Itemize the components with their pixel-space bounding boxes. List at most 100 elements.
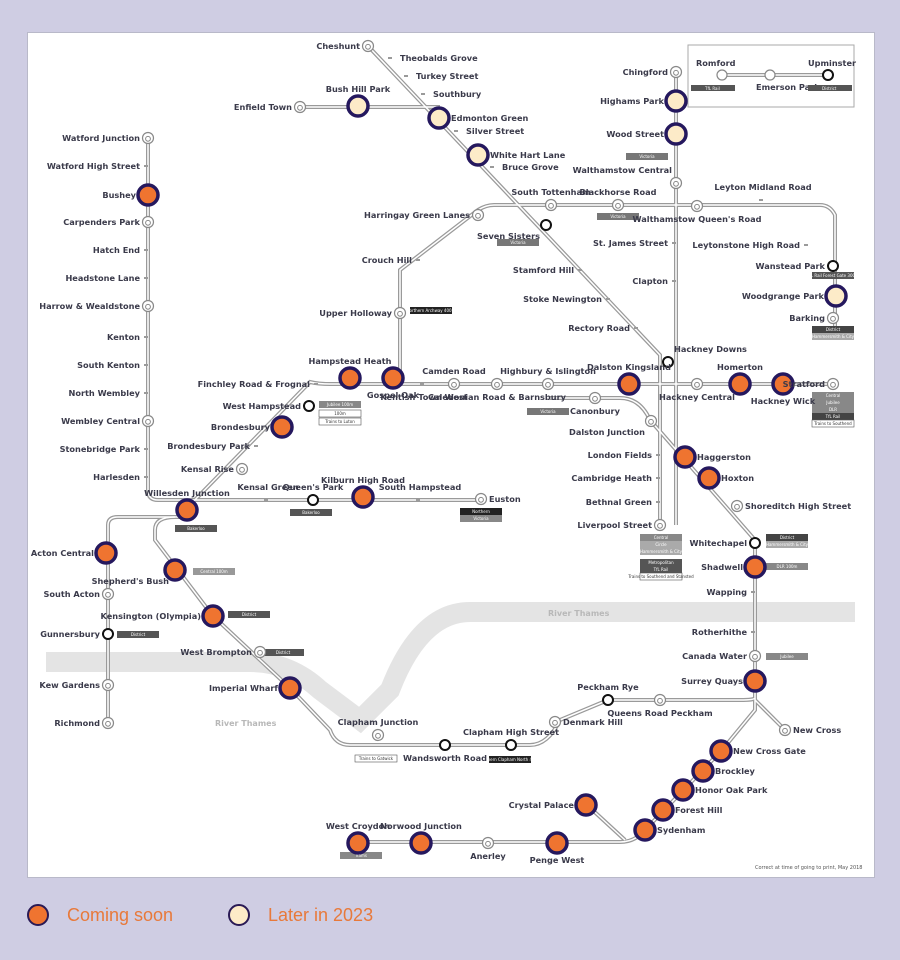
station-walthamstow-central[interactable]: Walthamstow Central [573, 165, 683, 190]
station-carpenders-park[interactable]: Carpenders Park [63, 215, 155, 229]
station-crystal-palace[interactable]: Crystal Palace [509, 793, 598, 817]
station-wembley-central[interactable]: Wembley Central [61, 414, 155, 428]
station-willesden-junction[interactable]: Willesden Junction [144, 488, 230, 522]
station-caledonian-road-barnsbury[interactable]: Caledonian Road & Barnsbury [428, 377, 567, 403]
station-imperial-wharf[interactable]: Imperial Wharf [209, 676, 302, 700]
station-kensal-green[interactable]: Kensal Green [237, 482, 299, 501]
station-hoxton[interactable]: Hoxton [697, 466, 754, 490]
station-liverpool-street[interactable]: Liverpool Street [577, 518, 667, 532]
station-shoreditch-high-street[interactable]: Shoreditch High Street [730, 499, 852, 513]
station-queen-s-park[interactable]: Queen's Park [283, 482, 344, 506]
station-hackney-central[interactable]: Hackney Central [659, 377, 735, 403]
station-brondesbury-park[interactable]: Brondesbury Park [167, 441, 258, 451]
station-queens-road-peckham[interactable]: Queens Road Peckham [607, 693, 713, 719]
station-headstone-lane[interactable]: Headstone Lane [65, 273, 148, 283]
station-sydenham[interactable]: Sydenham [633, 818, 705, 842]
station-dalston-junction[interactable]: Dalston Junction [569, 414, 658, 438]
station-stonebridge-park[interactable]: Stonebridge Park [60, 444, 148, 454]
station-wanstead-park[interactable]: Wanstead Park [756, 260, 839, 272]
station-shepherd-s-bush[interactable]: Shepherd's Bush [92, 558, 187, 586]
station-kensal-rise[interactable]: Kensal Rise [181, 462, 249, 476]
station-seven-sisters[interactable]: Seven Sisters [477, 219, 552, 241]
station-surrey-quays[interactable]: Surrey Quays [681, 669, 767, 693]
station-haggerston[interactable]: Haggerston [673, 445, 751, 469]
station-southbury[interactable]: Southbury [421, 89, 482, 99]
station-enfield-town[interactable]: Enfield Town [234, 100, 307, 114]
station-richmond[interactable]: Richmond [54, 716, 115, 730]
station-barking[interactable]: Barking [789, 311, 840, 325]
station-rotherhithe[interactable]: Rotherhithe [692, 627, 755, 637]
station-blackhorse-road[interactable]: Blackhorse Road [580, 187, 657, 212]
station-wapping[interactable]: Wapping [707, 587, 755, 597]
station-stoke-newington[interactable]: Stoke Newington [523, 294, 610, 304]
station-highbury-islington[interactable]: Highbury & Islington [500, 366, 596, 391]
station-london-fields[interactable]: London Fields [588, 450, 660, 460]
station-canonbury[interactable]: Canonbury [570, 391, 621, 417]
station-kilburn-high-road[interactable]: Kilburn High Road [321, 475, 405, 509]
station-homerton[interactable]: Homerton [717, 362, 763, 396]
station-highams-park[interactable]: Highams Park [600, 89, 688, 113]
station-new-cross-gate[interactable]: New Cross Gate [709, 739, 806, 763]
station-leytonstone-high-road[interactable]: Leytonstone High Road [692, 240, 808, 250]
station-canada-water[interactable]: Canada Water [682, 649, 762, 663]
station-watford-high-street[interactable]: Watford High Street [47, 161, 148, 171]
station-wood-street[interactable]: Wood Street [606, 122, 688, 146]
station-crouch-hill[interactable]: Crouch Hill [362, 255, 420, 265]
station-west-hampstead[interactable]: West Hampstead [223, 400, 315, 412]
station-harrow-wealdstone[interactable]: Harrow & Wealdstone [39, 299, 155, 313]
station-watford-junction[interactable]: Watford Junction [62, 131, 155, 145]
station-leyton-midland-road[interactable]: Leyton Midland Road [714, 182, 812, 201]
station-forest-hill[interactable]: Forest Hill [651, 798, 723, 822]
station-bethnal-green[interactable]: Bethnal Green [586, 497, 660, 507]
station-hackney-wick[interactable]: Hackney Wick [751, 372, 816, 406]
station-stamford-hill[interactable]: Stamford Hill [513, 265, 582, 275]
station-whitechapel[interactable]: Whitechapel [689, 537, 761, 549]
station-woodgrange-park[interactable]: Woodgrange Park [742, 284, 848, 308]
station-kenton[interactable]: Kenton [107, 332, 148, 342]
station-norwood-junction[interactable]: Norwood Junction [380, 821, 462, 855]
station-kew-gardens[interactable]: Kew Gardens [39, 678, 115, 692]
station-kentish-town-west[interactable]: Kentish Town West [380, 383, 468, 402]
station-south-hampstead[interactable]: South Hampstead [379, 482, 462, 501]
station-turkey-street[interactable]: Turkey Street [404, 71, 478, 81]
station-wandsworth-road[interactable]: Wandsworth Road [403, 739, 487, 763]
station-stratford[interactable]: Stratford [783, 377, 840, 391]
station-new-cross[interactable]: New Cross [778, 723, 842, 737]
station-bush-hill-park[interactable]: Bush Hill Park [326, 84, 391, 118]
station-west-croydon[interactable]: West Croydon [326, 821, 390, 855]
station-camden-road[interactable]: Camden Road [422, 366, 486, 391]
station-theobalds-grove[interactable]: Theobalds Grove [388, 53, 478, 63]
station-walthamstow-queen-s-road[interactable]: Walthamstow Queen's Road [633, 199, 762, 225]
station-clapton[interactable]: Clapton [632, 276, 676, 286]
station-st-james-street[interactable]: St. James Street [593, 238, 676, 248]
station-finchley-road-frognal[interactable]: Finchley Road & Frognal [198, 379, 318, 389]
station-hatch-end[interactable]: Hatch End [93, 245, 148, 255]
station-bruce-grove[interactable]: Bruce Grove [490, 162, 559, 172]
station-shadwell[interactable]: Shadwell [701, 555, 767, 579]
station-white-hart-lane[interactable]: White Hart Lane [466, 143, 566, 167]
station-anerley[interactable]: Anerley [470, 836, 506, 862]
station-cambridge-heath[interactable]: Cambridge Heath [571, 473, 660, 483]
station-penge-west[interactable]: Penge West [530, 831, 585, 865]
station-kensington-olympia[interactable]: Kensington (Olympia) [101, 604, 225, 628]
station-south-acton[interactable]: South Acton [43, 587, 115, 601]
station-acton-central[interactable]: Acton Central [31, 541, 118, 565]
station-south-tottenham[interactable]: South Tottenham [511, 187, 591, 212]
station-south-kenton[interactable]: South Kenton [77, 360, 148, 370]
station-brockley[interactable]: Brockley [691, 759, 756, 783]
station-gospel-oak[interactable]: Gospel Oak [367, 366, 420, 400]
station-cheshunt[interactable]: Cheshunt [316, 39, 375, 53]
station-bushey[interactable]: Bushey [102, 183, 160, 207]
station-upper-holloway[interactable]: Upper Holloway [319, 306, 407, 320]
station-west-brompton[interactable]: West Brompton [180, 645, 267, 659]
station-hackney-downs[interactable]: Hackney Downs [662, 344, 747, 368]
station-clapham-junction[interactable]: Clapham Junction [338, 717, 419, 742]
station-gunnersbury[interactable]: Gunnersbury [40, 628, 114, 640]
station-honor-oak-park[interactable]: Honor Oak Park [671, 778, 768, 802]
station-euston[interactable]: Euston [474, 492, 521, 506]
station-hampstead-heath[interactable]: Hampstead Heath [308, 356, 392, 390]
station-edmonton-green[interactable]: Edmonton Green [427, 106, 529, 130]
station-brondesbury[interactable]: Brondesbury [211, 415, 294, 439]
station-harringay-green-lanes[interactable]: Harringay Green Lanes [364, 208, 485, 222]
station-dalston-kingsland[interactable]: Dalston Kingsland [587, 362, 671, 396]
